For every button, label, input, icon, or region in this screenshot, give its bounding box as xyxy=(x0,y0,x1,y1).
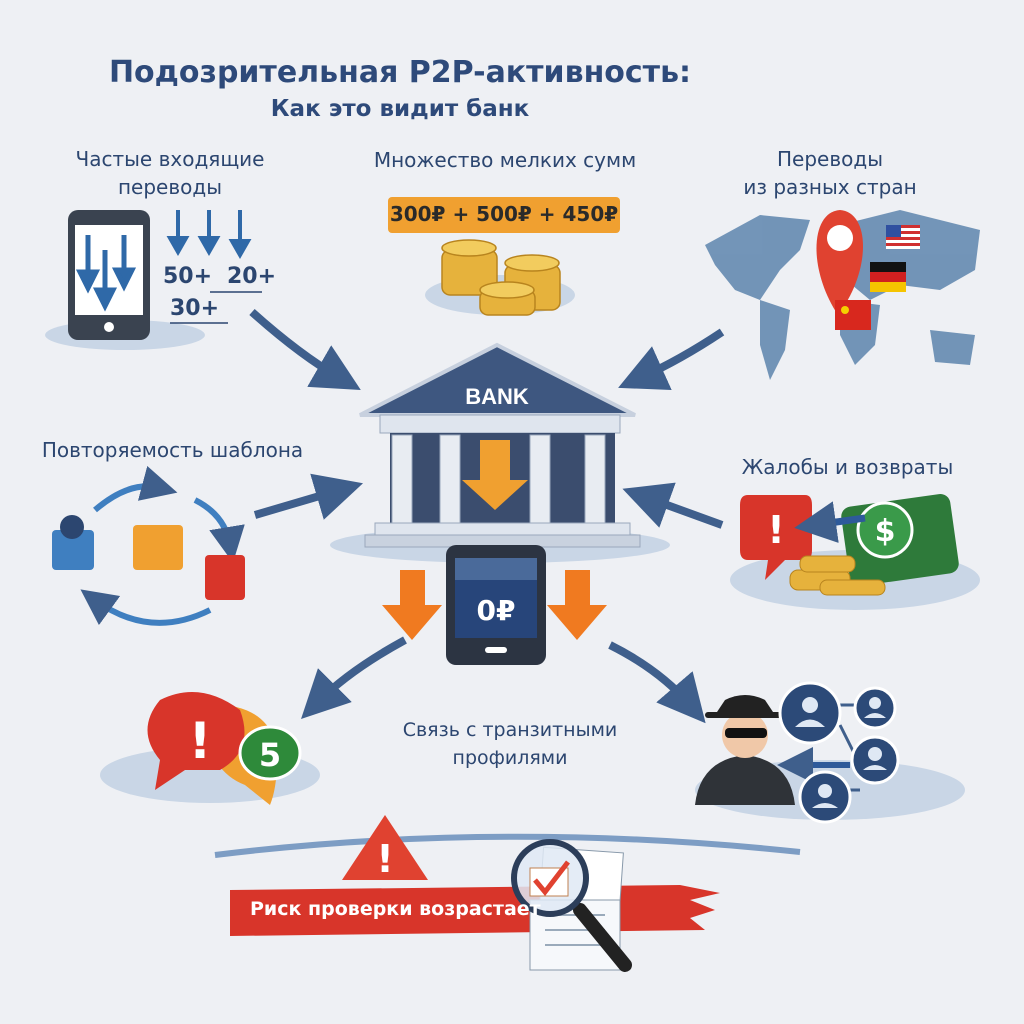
frequent-line1: Частые входящие xyxy=(75,147,265,171)
count-20: 20+ xyxy=(227,264,277,289)
pattern-title: Повторяемость шаблона xyxy=(41,438,304,462)
transit-network-icon xyxy=(695,681,900,824)
count-50: 50+ xyxy=(163,264,213,289)
china-flag-icon xyxy=(835,300,871,330)
svg-text:$: $ xyxy=(875,514,896,549)
balance-value: 0₽ xyxy=(477,594,516,627)
incoming-arrows-icon xyxy=(166,210,252,260)
calendar-icon-orange xyxy=(133,525,183,570)
sum-badge: 300₽ + 500₽ + 450₽ xyxy=(389,202,619,226)
calendar-icon-blue xyxy=(52,530,94,570)
alert-count-badge: 5 xyxy=(259,736,281,774)
transit-title: Связь с транзитными профилями xyxy=(370,716,650,772)
transit-line2: профилями xyxy=(452,747,568,769)
countries-line1: Переводы xyxy=(777,147,883,171)
page-title: Подозрительная P2P-активность: xyxy=(108,55,692,90)
location-pin-icon xyxy=(816,210,863,315)
complaint-refund-icon: $ ! xyxy=(740,494,959,596)
down-arrows-orange xyxy=(382,570,607,640)
bank-label: BANK xyxy=(465,384,529,409)
complaints-title: Жалобы и возвраты xyxy=(741,455,954,479)
frequent-line2: переводы xyxy=(117,175,223,199)
svg-text:!: ! xyxy=(376,837,393,881)
sum-badge-bg xyxy=(388,197,620,233)
svg-text:!: ! xyxy=(189,712,212,770)
frequent-transfers-title: Частые входящие переводы xyxy=(55,145,285,201)
alerts-count-icon: ! xyxy=(147,692,302,805)
page-subtitle: Как это видит банк xyxy=(270,96,530,122)
risk-banner-text: Риск проверки возрастает xyxy=(250,898,541,920)
germany-flag-icon xyxy=(870,262,906,292)
bank-building-icon xyxy=(359,342,641,548)
svg-text:!: ! xyxy=(767,508,784,552)
flow-arrows xyxy=(249,309,725,724)
phone-icon xyxy=(68,210,150,340)
zero-balance-phone-icon xyxy=(446,545,546,665)
count-30: 30+ xyxy=(170,296,220,321)
warning-triangle-icon: ! xyxy=(342,815,428,881)
divider-curve xyxy=(214,833,801,858)
small-sums-title: Множество мелких сумм xyxy=(373,148,637,172)
coins-icon xyxy=(441,239,561,316)
us-flag-icon xyxy=(886,225,920,249)
magnifier-document-icon xyxy=(511,839,632,972)
countries-title: Переводы из разных стран xyxy=(720,145,940,201)
transit-line1: Связь с транзитными xyxy=(402,719,618,741)
calendar-icon-red xyxy=(205,555,245,600)
countries-line2: из разных стран xyxy=(743,175,917,199)
cycle-pattern-icon xyxy=(52,465,245,626)
